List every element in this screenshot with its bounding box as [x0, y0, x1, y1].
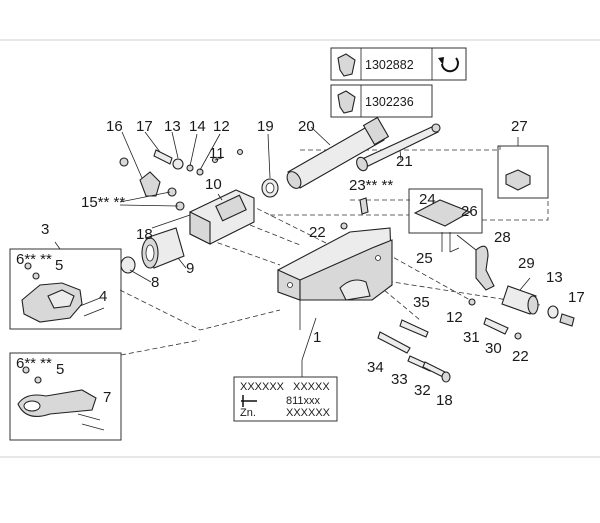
lever-part-28	[475, 245, 495, 291]
bracket-thumbnail-icon	[337, 90, 356, 114]
label-29: 29	[518, 255, 535, 272]
label-6b: 6** **	[16, 355, 52, 372]
label-3: 3	[41, 221, 49, 238]
label-9: 9	[186, 260, 194, 277]
washer-part-13	[172, 158, 184, 170]
label-8: 8	[151, 274, 159, 291]
rotate-icon	[438, 57, 459, 73]
ref-code-1302882: 1302882	[365, 58, 414, 72]
label-10: 10	[205, 176, 222, 193]
nut-part-22	[340, 222, 348, 230]
callouts: 1 3 4 5 6** ** 5 6** ** 7 8 9 10 11 12 1…	[16, 118, 585, 409]
label-leaders	[119, 126, 531, 377]
label-12: 12	[213, 118, 230, 135]
label-12b: 12	[446, 309, 463, 326]
plate-row3-right: XXXXXX	[286, 407, 331, 419]
pin-part-30	[483, 317, 509, 335]
tube-part-20	[286, 116, 390, 189]
bracket-thumbnail-icon	[337, 53, 356, 77]
label-7: 7	[103, 389, 111, 406]
bolt-part-17b	[559, 313, 575, 327]
sleeve-part-29	[501, 285, 539, 315]
label-30: 30	[485, 340, 502, 357]
label-35: 35	[413, 294, 430, 311]
label-22b: 22	[512, 348, 529, 365]
ref-code-1302236: 1302236	[365, 95, 414, 109]
label-11: 11	[209, 145, 225, 162]
label-5: 5	[55, 257, 63, 274]
label-31: 31	[463, 329, 480, 346]
nut-part-22b	[514, 332, 522, 340]
bolts-bottom	[377, 319, 451, 383]
bolt-part-35	[399, 319, 429, 338]
ring-part-8	[120, 256, 136, 274]
label-13b: 13	[546, 269, 563, 286]
label-5b: 5	[56, 361, 64, 378]
label-21: 21	[396, 153, 413, 170]
label-16: 16	[106, 118, 123, 135]
fasteners-center	[340, 197, 451, 252]
detail-box-24-26	[408, 188, 483, 234]
bolt-part-23	[359, 197, 369, 215]
label-28: 28	[494, 229, 511, 246]
ring-part-19	[261, 178, 279, 198]
label-17: 17	[136, 118, 153, 135]
detail-box-27	[497, 137, 549, 199]
pin-part-12b	[468, 298, 476, 306]
label-26: 26	[461, 203, 478, 220]
label-22: 22	[309, 224, 326, 241]
name-plate: XXXXXX XXXXX 811xxx Zn. XXXXXX	[233, 376, 338, 422]
ref-box-1302882[interactable]: 1302882	[330, 47, 467, 81]
washer-part-13b	[547, 305, 559, 319]
detail-box-3	[9, 241, 122, 330]
label-34: 34	[367, 359, 384, 376]
label-24: 24	[419, 191, 436, 208]
rod-part-21	[356, 123, 441, 172]
label-14: 14	[189, 118, 206, 135]
plate-part-24	[413, 199, 472, 227]
label-33: 33	[391, 371, 408, 388]
label-1: 1	[313, 329, 321, 346]
label-13: 13	[164, 118, 181, 135]
detail-box-7	[9, 352, 122, 441]
sleeve-part-9	[141, 227, 185, 269]
block-part-27	[505, 169, 531, 191]
plate-row1-right: XXXXX	[293, 381, 330, 393]
bolt-part-17	[153, 149, 173, 165]
bracket-part-16	[139, 171, 161, 197]
label-32: 32	[414, 382, 431, 399]
plate-row1-left: XXXXXX	[240, 381, 285, 393]
label-17b: 17	[568, 289, 585, 306]
label-23: 23** **	[349, 177, 393, 194]
nut-part-18b	[441, 371, 451, 383]
frame-part-1	[277, 227, 393, 330]
label-20: 20	[298, 118, 315, 135]
label-19: 19	[257, 118, 274, 135]
label-15: 15** **	[81, 194, 125, 211]
ref-box-1302236[interactable]: 1302236	[330, 84, 433, 118]
hitch-symbol-icon	[241, 395, 257, 407]
plate-row2-value: 811xxx	[286, 395, 321, 407]
label-4: 4	[99, 288, 107, 305]
housing-part-10	[189, 189, 255, 245]
plate-row3-left: Zn.	[240, 407, 256, 419]
label-6: 6** **	[16, 251, 52, 268]
bolt-part-34	[377, 331, 411, 354]
small-parts-cluster	[119, 148, 244, 211]
label-25: 25	[416, 250, 433, 267]
label-18b: 18	[436, 392, 453, 409]
label-27: 27	[511, 118, 528, 135]
label-18: 18	[136, 226, 153, 243]
